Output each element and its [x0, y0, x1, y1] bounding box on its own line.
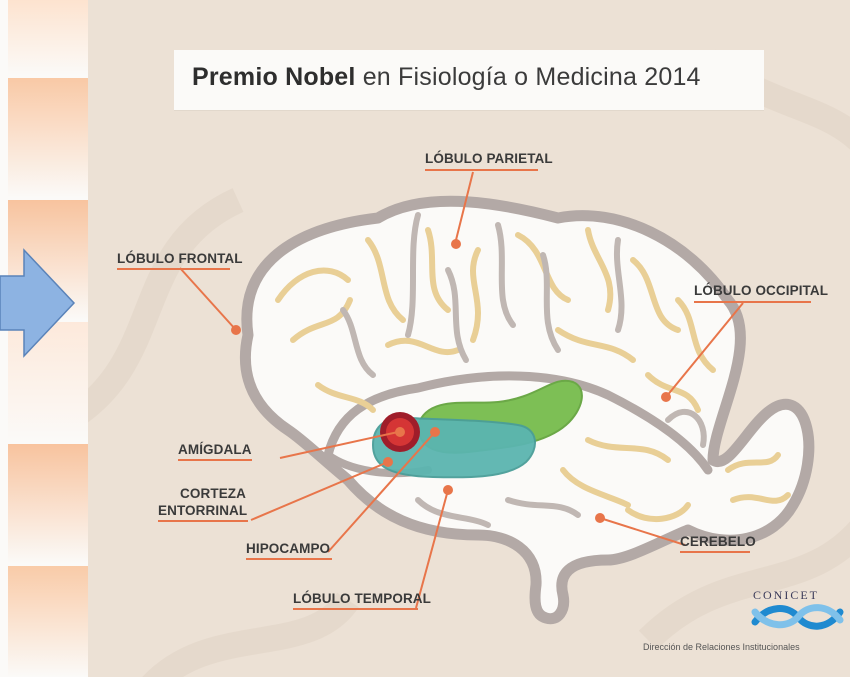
conicet-logo-text: CONICET [753, 588, 819, 602]
label-amigdala-text: AMÍGDALA [178, 442, 252, 457]
label-corteza-line2: ENTORRINAL [158, 503, 248, 518]
label-parietal-text: LÓBULO PARIETAL [425, 151, 553, 166]
strip-block [8, 566, 88, 677]
strip-block [8, 444, 88, 564]
label-amigdala: AMÍGDALA [178, 441, 252, 458]
leader-dots [231, 239, 671, 523]
strip-block [8, 78, 88, 198]
strip-block [8, 322, 88, 442]
label-cerebelo: CEREBELO [680, 533, 756, 550]
label-occipital-text: LÓBULO OCCIPITAL [694, 283, 829, 298]
page-title: Premio Nobel en Fisiología o Medicina 20… [192, 63, 754, 92]
label-corteza: CORTEZA ENTORRINAL [158, 485, 248, 519]
label-frontal-text: LÓBULO FRONTAL [117, 251, 243, 266]
strip-block [8, 0, 88, 76]
infographic-panel: Premio Nobel en Fisiología o Medicina 20… [88, 0, 850, 677]
title-rest: en Fisiología o Medicina 2014 [355, 63, 701, 91]
underline-frontal [117, 268, 230, 270]
underline-parietal [425, 169, 538, 171]
label-hipocampo: HIPOCAMPO [246, 540, 330, 557]
gyri-yellow [275, 227, 791, 523]
label-corteza-line1: CORTEZA [180, 486, 246, 501]
label-cerebelo-text: CEREBELO [680, 534, 756, 549]
background-swirls [88, 49, 850, 677]
underline-corteza [158, 520, 248, 522]
arrow-right-icon [0, 248, 80, 363]
label-occipital: LÓBULO OCCIPITAL [694, 282, 828, 299]
logo-subtitle: Dirección de Relaciones Institucionales [643, 642, 800, 652]
underline-temporal [293, 608, 418, 610]
label-frontal: LÓBULO FRONTAL [117, 250, 243, 267]
sylvian-fissure [323, 371, 713, 475]
label-parietal: LÓBULO PARIETAL [425, 150, 553, 167]
title-box: Premio Nobel en Fisiología o Medicina 20… [174, 50, 764, 110]
slide-strip [0, 0, 88, 677]
gyri-gray [340, 212, 707, 528]
conicet-logo-icon [751, 604, 844, 630]
leader-lines [179, 171, 744, 609]
label-hipocampo-text: HIPOCAMPO [246, 541, 331, 556]
underline-occipital [694, 301, 811, 303]
label-temporal: LÓBULO TEMPORAL [293, 590, 431, 607]
title-bold: Premio Nobel [192, 63, 356, 91]
brain-diagram [88, 49, 850, 677]
underline-amigdala [178, 459, 252, 461]
underline-cerebelo [680, 551, 750, 553]
underline-hipocampo [246, 558, 332, 560]
label-temporal-text: LÓBULO TEMPORAL [293, 591, 431, 606]
